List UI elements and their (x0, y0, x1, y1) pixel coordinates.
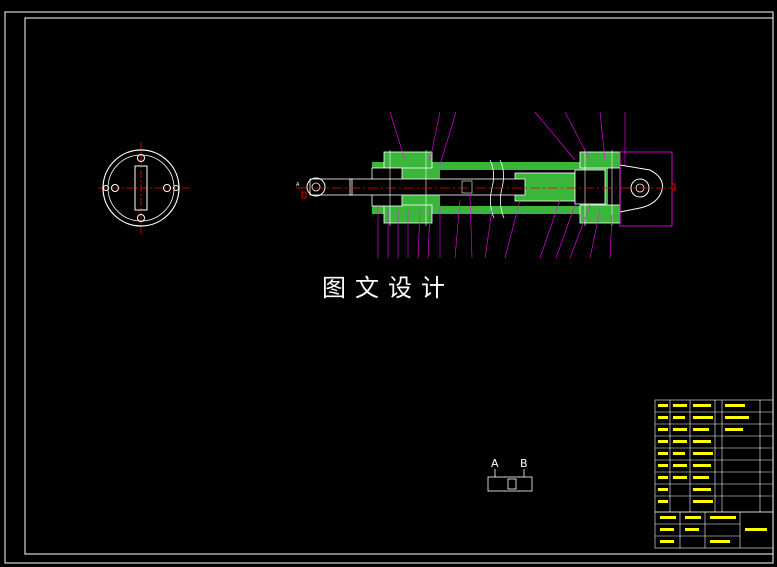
leader-lines (377, 111, 626, 259)
port-b-label: B (520, 457, 528, 470)
title-block (654, 399, 774, 549)
watermark-text: 图文设计 (322, 274, 454, 302)
title-block-text-marks (658, 404, 767, 543)
port-a-label: A (491, 457, 499, 470)
end-view (98, 142, 190, 236)
longitudinal-section: A (296, 150, 676, 227)
inner-frame (24, 17, 774, 555)
cylinder-symbol (487, 469, 533, 492)
svg-text:A: A (296, 182, 300, 188)
